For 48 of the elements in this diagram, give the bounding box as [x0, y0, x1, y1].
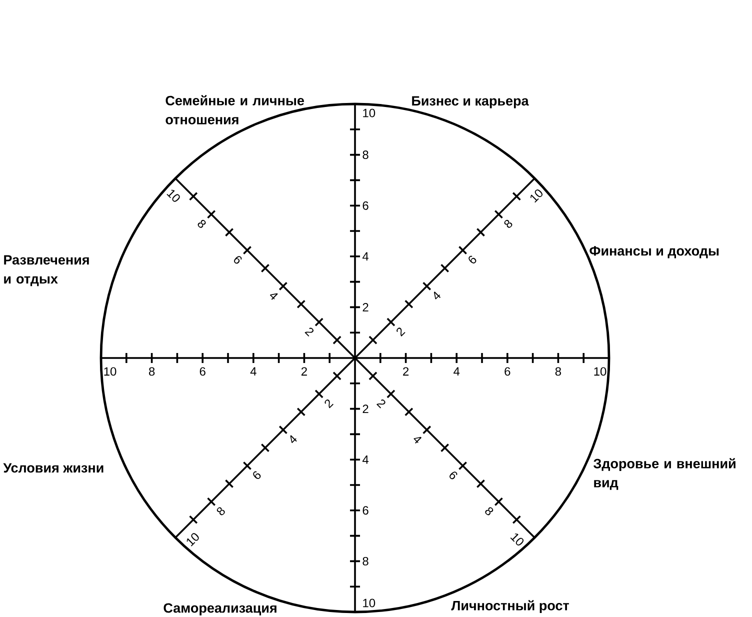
scale-number: 6	[200, 367, 206, 376]
scale-number: 8	[362, 556, 368, 566]
scale-number: 4	[270, 293, 278, 300]
scale-number: 10	[363, 108, 376, 118]
category-label: Бизнес и карьера	[412, 96, 529, 108]
scale-number: 8	[198, 220, 206, 228]
scale-number: 2	[403, 367, 409, 376]
scale-number: 6	[468, 256, 476, 264]
scale-number: 2	[362, 404, 368, 413]
scale-number: 10	[594, 367, 606, 376]
scale-number: 4	[414, 436, 422, 444]
scale-number: 6	[450, 472, 458, 480]
scale-number: 10	[363, 598, 376, 608]
scale-number: 2	[324, 400, 334, 408]
scale-number: 2	[301, 367, 307, 376]
category-label: Личностный рост	[451, 600, 569, 614]
scale-number: 2	[362, 303, 368, 312]
scale-number: 4	[290, 435, 297, 444]
category-label: Развлечения и отдых	[4, 255, 89, 286]
scale-number: 8	[362, 150, 368, 160]
scale-number: 4	[454, 367, 460, 376]
category-label: Семейные и личные отношения	[166, 95, 304, 124]
scale-number: 6	[362, 506, 368, 515]
scale-number: 10	[166, 190, 180, 202]
category-label: Самореализация	[164, 603, 276, 616]
scale-number: 4	[362, 455, 369, 464]
category-label: Здоровье и внешний вид	[594, 458, 736, 490]
scale-number: 10	[186, 533, 199, 546]
scale-number: 6	[253, 471, 261, 479]
scale-number: 8	[216, 507, 225, 516]
scale-number: 10	[510, 533, 524, 546]
scale-number: 2	[304, 328, 314, 336]
category-label: Финансы и доходы	[590, 246, 719, 258]
category-label: Условия жизни	[3, 463, 104, 473]
scale-number: 10	[530, 189, 542, 203]
scale-number: 8	[148, 367, 155, 376]
scale-number: 6	[504, 367, 510, 376]
scale-number: 8	[555, 367, 562, 376]
scale-number: 4	[362, 252, 369, 261]
scale-number: 4	[434, 291, 441, 300]
scale-number: 6	[362, 201, 368, 210]
scale-number: 6	[234, 256, 242, 264]
scale-number: 8	[485, 507, 494, 516]
scale-number: 2	[396, 328, 406, 336]
scale-number: 4	[250, 367, 256, 376]
scale-number: 8	[504, 220, 512, 228]
scale-number: 2	[376, 400, 386, 408]
scale-number: 10	[104, 367, 116, 376]
